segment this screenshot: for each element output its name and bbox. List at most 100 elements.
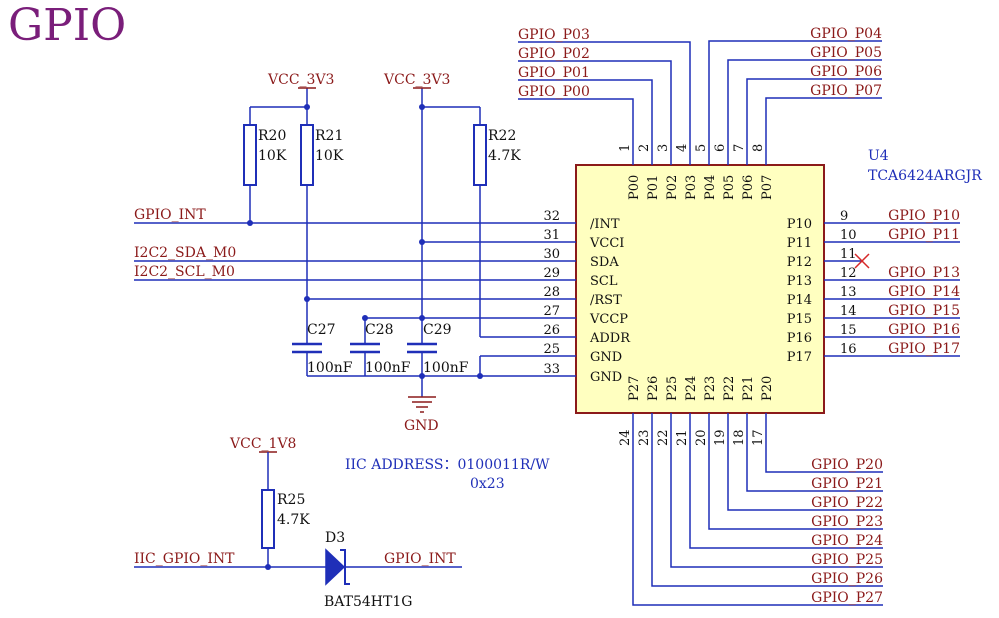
net-label-gpio_p22: GPIO_P22 — [811, 495, 883, 511]
left-wires — [134, 88, 576, 397]
gpio-int-label: GPIO_INT — [134, 207, 206, 223]
top-pin-name: P04 — [703, 175, 718, 200]
net-label-gpio_p13: GPIO_P13 — [888, 265, 960, 281]
bottom-pin-number: 24 — [618, 429, 633, 446]
top-pin-number: 8 — [751, 144, 766, 152]
bottom-pin-name: P23 — [703, 376, 718, 401]
r22-value: 4.7K — [488, 148, 521, 164]
top-pin-number: 4 — [675, 144, 690, 152]
iic-gpio-int-label: IIC_GPIO_INT — [134, 551, 235, 567]
bottom-net-wire — [651, 432, 883, 587]
r25-value: 4.7K — [277, 512, 310, 528]
net-label-gpio_p27: GPIO_P27 — [811, 590, 883, 606]
r21-ref: R21 — [315, 128, 343, 144]
right-pin-number: 16 — [840, 342, 857, 357]
r20-ref: R20 — [258, 128, 286, 144]
top-pin-number: 7 — [732, 144, 747, 152]
top-right-wire — [727, 59, 882, 145]
top-right-wire — [765, 97, 882, 145]
left-pin-name: ADDR — [589, 331, 631, 346]
right-pin-number: 10 — [840, 228, 857, 243]
r20-value: 10K — [258, 148, 287, 164]
iic-address-hex: 0x23 — [470, 476, 505, 492]
left-pin-name: VCCP — [589, 312, 628, 327]
vcc-3v3-label-a: VCC_3V3 — [267, 72, 334, 88]
diode-circuit-wires — [134, 452, 462, 568]
net-label-gpio_p02: GPIO_P02 — [518, 46, 590, 62]
bottom-net-wire — [708, 432, 883, 530]
left-pin-name: GND — [590, 370, 622, 385]
net-label-gpio_p24: GPIO_P24 — [811, 533, 883, 549]
left-pin-number: 26 — [543, 323, 560, 338]
net-label-gpio_p16: GPIO_P16 — [888, 322, 960, 338]
top-pin-number: 5 — [694, 144, 709, 152]
bottom-net-wire — [727, 432, 883, 511]
right-pin-number: 11 — [840, 247, 857, 262]
left-pin-name: /RST — [590, 293, 622, 308]
top-pin-name: P07 — [760, 175, 775, 200]
right-pin-name: P13 — [787, 274, 812, 289]
bottom-net-wire — [765, 432, 883, 473]
right-pin-name: P17 — [787, 350, 812, 365]
left-pin-name: /INT — [590, 217, 620, 232]
top-left-wire — [518, 60, 672, 145]
d3-ref: D3 — [325, 530, 345, 546]
bottom-pin-name: P22 — [722, 376, 737, 401]
top-left-wire — [518, 98, 634, 145]
top-right-wire — [708, 40, 882, 145]
net-label-gpio_p14: GPIO_P14 — [888, 284, 960, 300]
left-pin-name: GND — [590, 350, 622, 365]
d3-value: BAT54HT1G — [324, 594, 412, 610]
top-pin-number: 3 — [656, 144, 671, 152]
top-pin-name: P02 — [665, 175, 680, 200]
i2c-scl-label: I2C2_SCL_M0 — [134, 264, 235, 280]
c27-value: 100nF — [307, 360, 353, 376]
resistor-r22 — [473, 124, 487, 186]
bottom-net-wire — [632, 432, 883, 606]
chip-ref: U4 — [868, 148, 889, 164]
left-pin-name: VCCI — [589, 236, 624, 251]
net-label-gpio_p00: GPIO_P00 — [518, 84, 590, 100]
top-pin-number: 2 — [637, 144, 652, 152]
left-pin-number: 32 — [543, 209, 560, 224]
bottom-net-wire — [689, 432, 883, 549]
chip-part: TCA6424ARGJR — [868, 168, 982, 184]
net-label-gpio_p11: GPIO_P11 — [888, 227, 960, 243]
gpio-int-out-label: GPIO_INT — [384, 551, 456, 567]
net-label-gpio_p23: GPIO_P23 — [811, 514, 883, 530]
net-label-gpio_p01: GPIO_P01 — [518, 65, 590, 81]
left-pin-number: 25 — [543, 342, 560, 357]
net-label-gpio_p26: GPIO_P26 — [811, 571, 883, 587]
chip-pins: 1P00GPIO_P002P01GPIO_P013P02GPIO_P024P03… — [518, 26, 960, 606]
top-pin-name: P06 — [741, 175, 756, 200]
bottom-pin-number: 20 — [694, 429, 709, 446]
no-connect-marker — [854, 253, 870, 269]
bottom-pin-name: P25 — [665, 376, 680, 401]
right-pin-name: P12 — [787, 255, 812, 270]
junctions — [247, 104, 483, 570]
c27-ref: C27 — [307, 322, 336, 338]
right-pin-name: P10 — [787, 217, 812, 232]
c29-value: 100nF — [423, 360, 469, 376]
left-pin-number: 27 — [543, 304, 560, 319]
right-pin-name: P16 — [787, 331, 812, 346]
r21-value: 10K — [315, 148, 344, 164]
capacitor-plates — [292, 342, 437, 354]
resistor-r25 — [261, 489, 275, 549]
net-label-gpio_p10: GPIO_P10 — [888, 208, 960, 224]
c29-ref: C29 — [423, 322, 452, 338]
net-label-gpio_p25: GPIO_P25 — [811, 552, 883, 568]
bottom-pin-name: P24 — [684, 376, 699, 401]
right-pin-number: 15 — [840, 323, 857, 338]
bottom-pin-name: P20 — [760, 376, 775, 401]
i2c-sda-label: I2C2_SDA_M0 — [134, 245, 236, 261]
bottom-pin-name: P21 — [741, 376, 756, 401]
top-pin-name: P00 — [627, 175, 642, 200]
top-left-wire — [518, 79, 653, 145]
resistor-r20 — [243, 124, 257, 186]
bottom-pin-name: P27 — [627, 376, 642, 401]
c28-ref: C28 — [365, 322, 394, 338]
top-pin-number: 1 — [618, 144, 633, 152]
net-label-gpio_p20: GPIO_P20 — [811, 457, 883, 473]
top-pin-name: P01 — [646, 175, 661, 200]
